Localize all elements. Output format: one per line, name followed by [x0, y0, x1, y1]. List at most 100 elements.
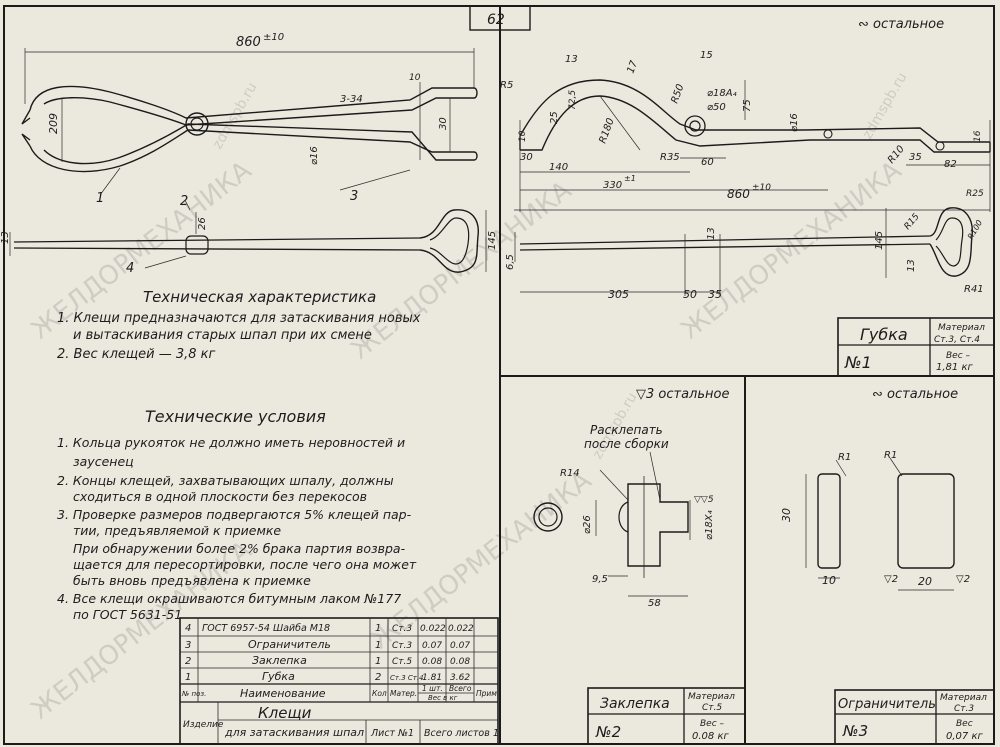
dim-209: 209 [47, 113, 60, 134]
stamp-limiter-material-label: Материал [940, 693, 987, 703]
jaw-dim: ⌀16 [789, 113, 800, 132]
jaw-dim: 35 [909, 152, 922, 163]
dim-30: 30 [438, 117, 449, 130]
tech-cond-line: 4. Все клещи окрашиваются битумным лаком… [57, 591, 401, 606]
weld-note: 3-34 [340, 94, 363, 105]
parts-row-name: ГОСТ 6957-54 Шайба М18 [202, 623, 330, 634]
parts-row-wt: 3.62 [450, 673, 470, 683]
assembly-side-view [9, 199, 487, 273]
rivet-dim: ⌀18X₄ [704, 510, 715, 540]
surface-finish-rivet: ▽3 остальное [636, 387, 729, 402]
watermark-text: ЖЕЛДОРМЕХАНИКА [676, 155, 908, 345]
watermark-text: ЖЕЛДОРМЕХАНИКА [346, 175, 578, 365]
stamp-rivet-material: Ст.5 [702, 703, 722, 713]
sheet-label: Лист №1 [370, 728, 414, 739]
parts-row-pos: 1 [185, 672, 191, 683]
jaw-dim: 72,5 [568, 90, 578, 110]
tech-cond-line: 3. Проверке размеров подвергаются 5% кле… [57, 507, 412, 522]
stamp-jaw-number: №1 [844, 353, 872, 372]
jaw-dim: ±10 [752, 183, 771, 193]
jaw-lower-dim: R15 [903, 212, 922, 232]
jaw-lower-dim: 6,5 [505, 254, 516, 270]
jaw-dim: 60 [701, 157, 714, 168]
parts-row-pos: 4 [185, 623, 191, 634]
product-name: Клещи [258, 704, 312, 722]
parts-row-w1: 0.08 [422, 657, 442, 667]
col-mat: Матер. [390, 689, 417, 698]
jaw-detail-view [514, 79, 991, 212]
callout-1: 1 [96, 191, 104, 206]
sheet-number: 62 [487, 12, 505, 28]
jaw-lower-dim: 50 [683, 288, 697, 301]
jaw-dim: ⌀50 [707, 102, 726, 113]
dim-overall-tol: ±10 [263, 32, 284, 43]
dim-13: 13 [0, 231, 11, 244]
tech-cond-line: по ГОСТ 5631-51 [73, 607, 182, 622]
rivet-note-1: Расклепать [590, 423, 663, 437]
parts-row-qty: 1 [375, 640, 381, 651]
watermark-url: zdmspb.ru [860, 70, 911, 142]
tech-char-line: 2. Вес клещей — 3,8 кг [57, 347, 216, 362]
col-name: Наименование [240, 687, 326, 700]
tech-char-title: Техническая характеристика [143, 288, 376, 306]
col-weight-kg: Вес в кг [428, 694, 458, 702]
parts-row-name: Ограничитель [248, 638, 331, 651]
tech-cond-line: сходиться в одной плоскости без перекосо… [73, 489, 367, 504]
parts-row-wt: 0.022 [448, 624, 474, 634]
tech-cond-line: быть вновь предъявлена к приемке [73, 573, 311, 588]
col-w1: 1 шт. [422, 684, 443, 693]
jaw-lower-dim: 305 [608, 288, 629, 301]
rivet-dim: ▽▽5 [694, 495, 714, 505]
tech-char-line: и вытаскивания старых шпал при их смене [73, 328, 372, 343]
dim-10: 10 [409, 73, 421, 83]
rivet-dim: 9,5 [592, 574, 608, 585]
dim-d16: ⌀16 [309, 146, 320, 165]
jaw-dim: 82 [944, 159, 957, 170]
jaw-dim: ⌀18A₄ [707, 88, 737, 99]
rivet-note-2: после сборки [584, 437, 669, 451]
limiter-dim: 20 [918, 575, 932, 588]
jaw-dim: R35 [660, 152, 680, 163]
parts-list-grid [179, 617, 499, 745]
tech-cond-title: Технические условия [145, 407, 326, 426]
jaw-dim: R25 [966, 189, 984, 199]
jaw-dim: 10 [518, 130, 528, 142]
surface-finish-limiter: ∾ остальное [872, 387, 958, 402]
tech-cond-line: 2. Концы клещей, захватывающих шпалу, до… [57, 473, 394, 488]
jaw-dim: 15 [700, 50, 713, 61]
tech-cond-line: заусенец [73, 454, 134, 469]
stamp-limiter-name: Ограничитель [838, 697, 936, 712]
parts-row-w1: 0.07 [422, 641, 442, 651]
dim-overall-length: 860 [236, 35, 261, 50]
parts-row-qty: 2 [375, 672, 381, 683]
parts-row-name: Заклепка [252, 654, 307, 667]
tech-cond-line: щается для пересортировки, после чего он… [73, 557, 417, 572]
parts-row-mat: Ст.3 [392, 641, 412, 651]
col-note: Прим. [476, 689, 499, 698]
stamp-rivet-name: Заклепка [600, 696, 670, 712]
jaw-lower-dim: 13 [706, 227, 717, 240]
jaw-dim: 330 [603, 180, 622, 191]
parts-row-mat: Ст.5 [392, 657, 412, 667]
parts-row-qty: 1 [375, 623, 381, 634]
stamp-jaw-weight-label: Вес – [946, 351, 971, 361]
rivet-dim: ⌀26 [582, 515, 593, 534]
jaw-dim: 13 [565, 54, 578, 65]
stamp-rivet-number: №2 [595, 723, 621, 741]
stamp-rivet-weight: 0.08 кг [692, 731, 729, 742]
stamp-jaw-name: Губка [860, 325, 908, 344]
parts-row-mat: Ст.3 Ст.4 [390, 674, 424, 682]
jaw-lower-dim: R41 [964, 284, 984, 295]
stamp-jaw-material: Ст.3, Ст.4 [934, 335, 980, 345]
stamp-jaw-grid [837, 317, 995, 377]
stamp-jaw-weight: 1,81 кг [936, 362, 973, 373]
jaw-side-view [514, 207, 973, 296]
rivet-drawing [533, 451, 691, 597]
product-sub: для затаскивания шпал [224, 726, 364, 739]
dim-145: 145 [487, 231, 498, 250]
rivet-dim: R14 [560, 468, 580, 479]
jaw-dim: R10 [886, 144, 907, 166]
parts-row-wt: 0.08 [450, 657, 470, 667]
